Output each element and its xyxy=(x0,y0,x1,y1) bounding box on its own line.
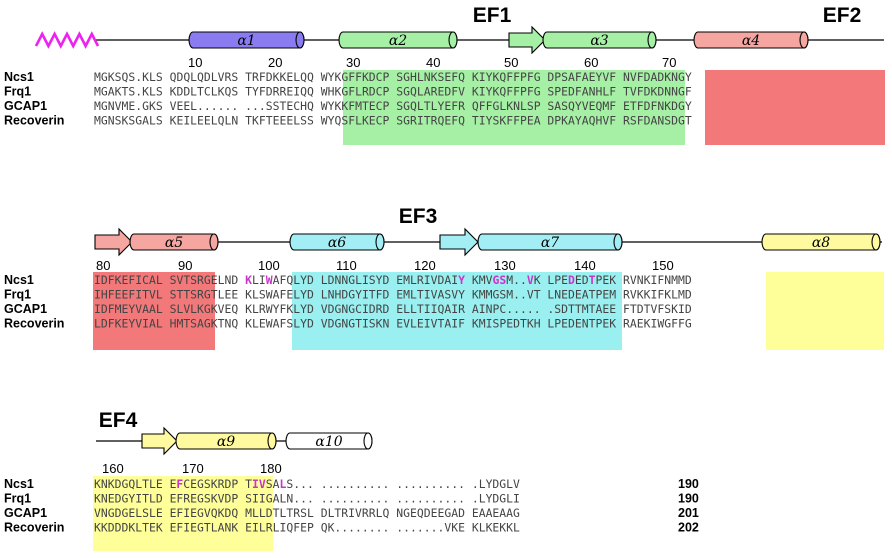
residue-position-number: 180 xyxy=(260,461,282,476)
strand-arrow xyxy=(141,426,178,456)
helix-cylinder-cap xyxy=(267,432,277,450)
protein-name: Recoverin xyxy=(4,521,64,535)
ef-hand-box-ef2 xyxy=(93,272,215,350)
sequence-row: KNKDGQLTLE EFCEGSKRDP TIVSALS... .......… xyxy=(94,477,520,491)
ef-hand-box-ef1 xyxy=(343,70,685,145)
sequence-row: IDFKEFICAL SVTSRGELND KLIWAFQLYD LDNNGLI… xyxy=(94,273,692,287)
protein-name: Recoverin xyxy=(4,317,64,331)
residue-position-number: 70 xyxy=(662,55,676,70)
helix-label: α6 xyxy=(328,235,346,251)
residue-position-number: 170 xyxy=(182,461,204,476)
protein-name: Recoverin xyxy=(4,114,64,128)
helix-label: α9 xyxy=(217,434,235,450)
protein-name: GCAP1 xyxy=(4,99,47,113)
residue-position-number: 160 xyxy=(102,461,124,476)
strand-arrow xyxy=(94,227,133,257)
helix-label: α1 xyxy=(237,33,255,49)
residue-position-number: 100 xyxy=(258,258,280,273)
sequence-row: IHFEEFITVL STTSRGTLEE KLSWAFELYD LNHDGYI… xyxy=(94,288,692,302)
helix-cylinder-cap xyxy=(363,432,373,450)
sequence-row: KKDDDKLTEK EFIEGTLANK EILRLIQFEP QK.....… xyxy=(94,521,520,535)
protein-name: Frq1 xyxy=(4,492,31,506)
sequence-row: LDFKEYVIAL HMTSAGKTNQ KLEWAFSLYD VDGNGTI… xyxy=(94,317,692,331)
ef-hand-box-ef2 xyxy=(705,70,885,145)
helix-cylinder-cap xyxy=(647,31,657,49)
ef-hand-box-ef4 xyxy=(766,272,884,350)
helix-cylinder-cap xyxy=(799,31,809,49)
helix-cylinder-cap xyxy=(375,233,385,251)
sequence-length: 202 xyxy=(678,521,699,535)
protein-name: Frq1 xyxy=(4,288,31,302)
helix-label: α7 xyxy=(541,235,559,251)
sequence-row: MGKSQS.KLS QDQLQDLVRS TRFDKKELQQ WYKGFFK… xyxy=(94,70,692,84)
helix-label: α4 xyxy=(742,33,760,49)
ef-label-ef2: EF2 xyxy=(823,4,862,27)
protein-name: GCAP1 xyxy=(4,302,47,316)
ef-label-ef4: EF4 xyxy=(99,409,138,432)
sequence-row: KNEDGYITLD EFREGSKVDP SIIGALN... .......… xyxy=(94,492,520,506)
helix-cylinder-cap xyxy=(613,233,623,251)
sequence-row: VNGDGELSLE EFIEGVQKDQ MLLDTLTRSL DLTRIVR… xyxy=(94,506,520,520)
sequence-row: IDFMEYVAAL SLVLKGKVEQ KLRWYFKLYD VDGNGCI… xyxy=(94,302,692,316)
protein-name: Ncs1 xyxy=(4,70,34,84)
residue-position-number: 150 xyxy=(652,258,674,273)
helix-label: α2 xyxy=(389,33,407,49)
sequence-length: 190 xyxy=(678,477,699,491)
protein-name: GCAP1 xyxy=(4,506,47,520)
residue-position-number: 120 xyxy=(414,258,436,273)
strand-arrow xyxy=(508,25,546,55)
residue-position-number: 10 xyxy=(188,55,202,70)
sequence-row: MGAKTS.KLS KDDLTCLKQS TYFDRREIQQ WHKGFLR… xyxy=(94,85,692,99)
helix-cylinder-cap xyxy=(871,233,881,251)
residue-position-number: 40 xyxy=(426,55,440,70)
residue-position-number: 110 xyxy=(336,258,357,273)
sequence-length: 190 xyxy=(678,492,699,506)
helix-label: α10 xyxy=(315,434,342,450)
ef-label-ef3: EF3 xyxy=(399,205,438,228)
helix-label: α3 xyxy=(590,33,608,49)
residue-position-number: 60 xyxy=(584,55,598,70)
residue-position-number: 80 xyxy=(96,258,110,273)
helix-label: α8 xyxy=(812,235,830,251)
residue-position-number: 30 xyxy=(346,55,360,70)
strand-arrow xyxy=(439,227,479,257)
helix-cylinder-cap xyxy=(295,31,305,49)
residue-position-number: 140 xyxy=(574,258,596,273)
helix-label: α5 xyxy=(165,235,183,251)
protein-name: Frq1 xyxy=(4,85,31,99)
residue-position-number: 130 xyxy=(494,258,516,273)
residue-position-number: 90 xyxy=(178,258,192,273)
ef-hand-box-ef4 xyxy=(93,476,273,551)
ef-label-ef1: EF1 xyxy=(473,4,512,27)
residue-position-number: 20 xyxy=(268,55,282,70)
protein-name: Ncs1 xyxy=(4,477,34,491)
helix-cylinder-cap xyxy=(448,31,458,49)
ef-hand-box-ef3 xyxy=(292,272,622,350)
sequence-row: MGNSKSGALS KEILEELQLN TKFTEEELSS WYQSFLK… xyxy=(94,114,692,128)
residue-position-number: 50 xyxy=(504,55,518,70)
helix-cylinder-cap xyxy=(209,233,219,251)
sequence-row: MGNVME.GKS VEEL...... ...SSTECHQ WYKKFMT… xyxy=(94,99,692,113)
protein-name: Ncs1 xyxy=(4,273,34,287)
sequence-length: 201 xyxy=(678,506,699,520)
disordered-region-zigzag xyxy=(34,31,100,49)
